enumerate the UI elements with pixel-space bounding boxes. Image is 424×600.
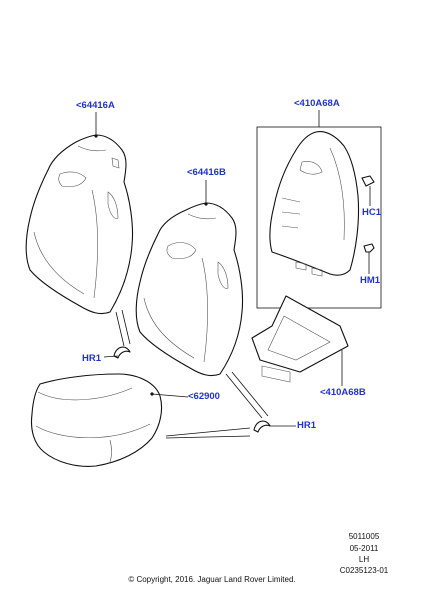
- leader-hr1-to-seat-b-1: [225, 373, 263, 419]
- callout-cushion[interactable]: <62900: [188, 391, 220, 402]
- seat-back-b[interactable]: [135, 202, 244, 377]
- callout-ring-hr1-left[interactable]: HR1: [82, 353, 102, 364]
- callout-panel-kit-b[interactable]: <410A68B: [320, 387, 366, 398]
- leader-cushion: [151, 393, 189, 398]
- clip-hc1-part[interactable]: [361, 175, 375, 206]
- copyright-notice: © Copyright, 2016. Jaguar Land Rover Lim…: [128, 575, 296, 584]
- reference-code: C0235123-01: [339, 566, 389, 575]
- callout-ring-hr1-right[interactable]: HR1: [297, 420, 317, 431]
- leader-hr1-to-seat-a-2: [121, 309, 131, 345]
- ring-hr1-left-part[interactable]: [113, 346, 131, 359]
- seat-lower-trim-panel[interactable]: [251, 295, 349, 386]
- seat-back-panel[interactable]: [269, 131, 360, 277]
- reference-date: 05-2011: [349, 544, 379, 553]
- clip-hm1-part[interactable]: [363, 243, 375, 274]
- callout-seat-back-a[interactable]: <64416A: [76, 100, 115, 111]
- reference-side: LH: [358, 555, 370, 564]
- leader-hr1-to-seat-a-1: [115, 311, 125, 347]
- callout-seat-back-b[interactable]: <64416B: [187, 167, 226, 178]
- leader-hr1-to-seat-b-2: [231, 371, 269, 417]
- leader-hr1-to-cushion-2: [165, 435, 251, 439]
- leader-hr1-left: [103, 355, 119, 358]
- callout-clip-hc1[interactable]: HC1: [362, 207, 382, 218]
- seat-back-a[interactable]: [25, 134, 134, 315]
- callout-panel-kit-a[interactable]: <410A68A: [294, 98, 340, 109]
- callout-clip-hm1[interactable]: HM1: [360, 275, 381, 286]
- ring-hr1-right-part[interactable]: [253, 420, 271, 433]
- leader-hr1-to-cushion-1: [165, 427, 251, 437]
- reference-part-number: 5011005: [348, 532, 380, 541]
- seat-cushion[interactable]: [30, 373, 163, 467]
